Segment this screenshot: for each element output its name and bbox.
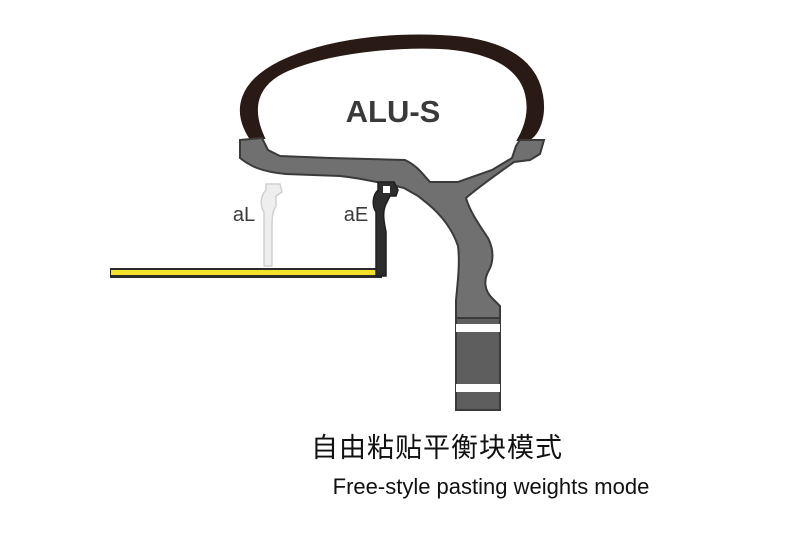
hub-shaft bbox=[455, 317, 501, 411]
mode-title: ALU-S bbox=[346, 94, 441, 129]
caption-english: Free-style pasting weights mode bbox=[332, 474, 650, 499]
caption-chinese: 自由粘贴平衡块模式 bbox=[311, 433, 563, 464]
arm-ae-tip bbox=[383, 186, 390, 193]
arm-position-ae bbox=[372, 181, 399, 277]
shaft-band-upper bbox=[456, 324, 500, 332]
label-ae: aE bbox=[344, 204, 368, 226]
arm-position-al bbox=[260, 183, 283, 267]
shaft-band-lower bbox=[456, 384, 500, 392]
label-al: aL bbox=[233, 204, 255, 226]
measuring-line bbox=[111, 270, 381, 275]
rim-section bbox=[239, 136, 546, 319]
